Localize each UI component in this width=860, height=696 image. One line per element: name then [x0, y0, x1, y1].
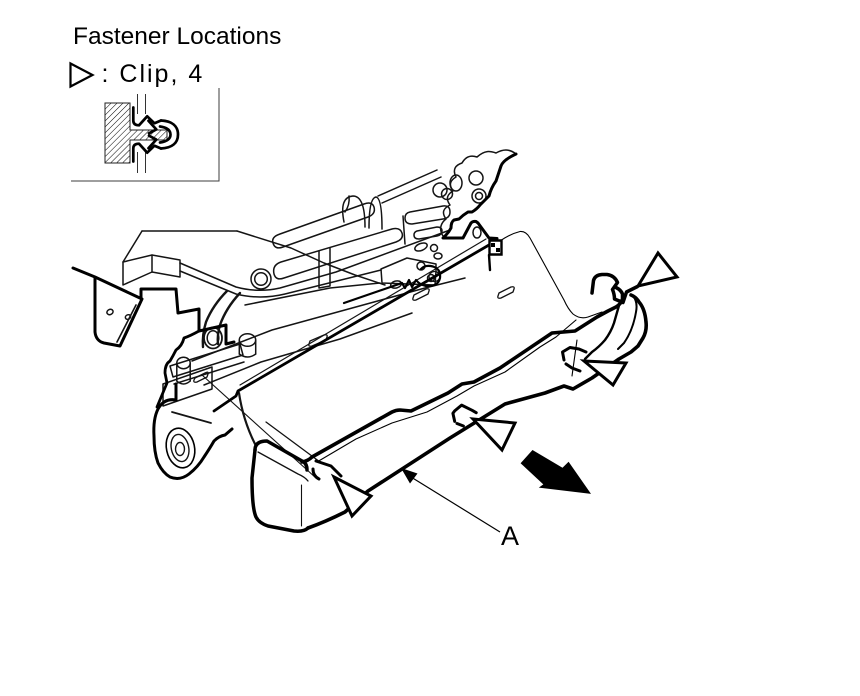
svg-text:: Clip, 4: : Clip, 4: [102, 60, 205, 88]
svg-text:Fastener Locations: Fastener Locations: [73, 23, 281, 50]
svg-text:A: A: [501, 521, 519, 551]
